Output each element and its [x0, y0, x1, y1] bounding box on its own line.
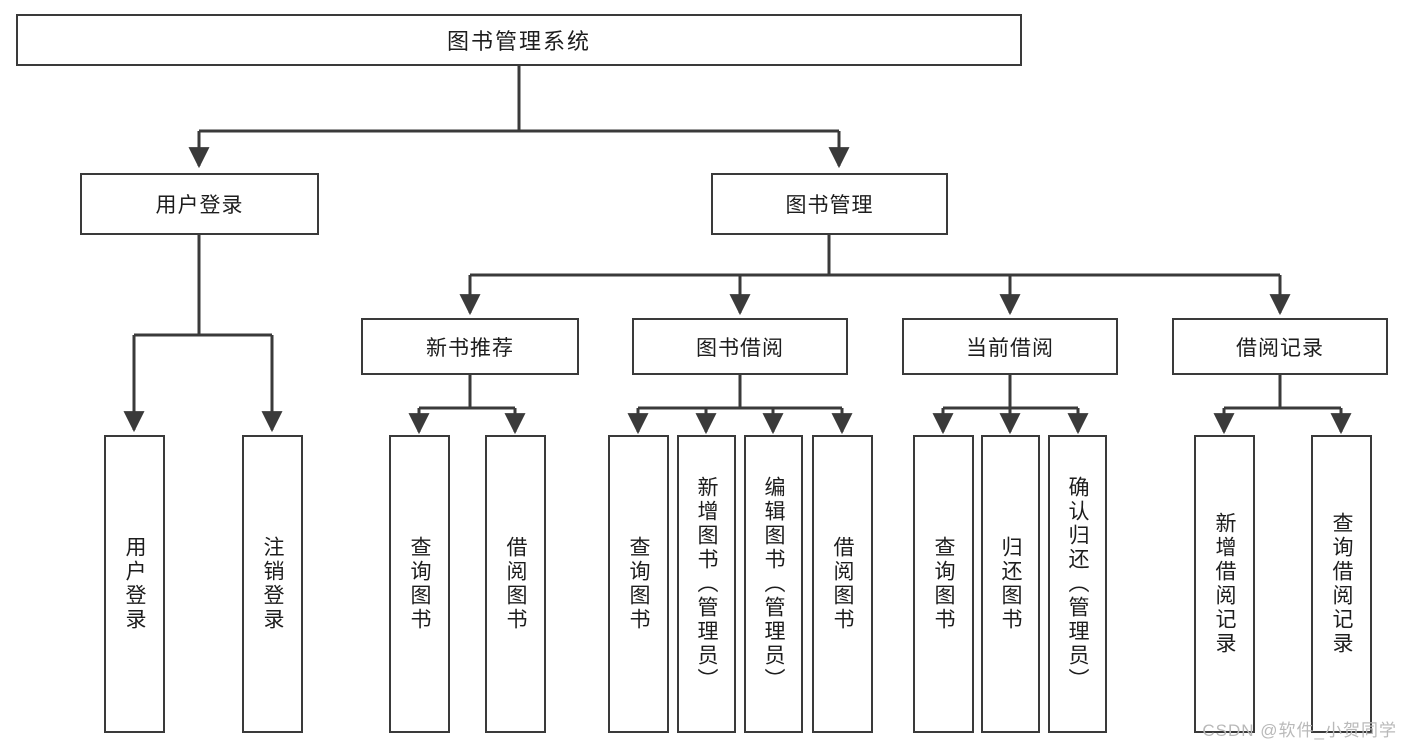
leaf-user-login-login[interactable]: 用户登录 — [104, 435, 165, 733]
leaf-recommend-query-book[interactable]: 查询图书 — [389, 435, 450, 733]
leaf-user-login-logout[interactable]: 注销登录 — [242, 435, 303, 733]
node-root-system[interactable]: 图书管理系统 — [16, 14, 1022, 66]
node-current-borrow[interactable]: 当前借阅 — [902, 318, 1118, 375]
leaf-borrow-query-book[interactable]: 查询图书 — [608, 435, 669, 733]
leaf-current-confirm-return-admin[interactable]: 确认归还（管理员） — [1048, 435, 1107, 733]
node-borrow-record[interactable]: 借阅记录 — [1172, 318, 1388, 375]
leaf-current-query-book[interactable]: 查询图书 — [913, 435, 974, 733]
leaf-current-return-book[interactable]: 归还图书 — [981, 435, 1040, 733]
leaf-borrow-edit-book-admin[interactable]: 编辑图书（管理员） — [744, 435, 803, 733]
leaf-record-add-record[interactable]: 新增借阅记录 — [1194, 435, 1255, 733]
leaf-record-query-record[interactable]: 查询借阅记录 — [1311, 435, 1372, 733]
node-user-login[interactable]: 用户登录 — [80, 173, 319, 235]
node-new-book-recommend[interactable]: 新书推荐 — [361, 318, 579, 375]
watermark: CSDN @软件_小贺同学 — [1202, 721, 1397, 740]
leaf-borrow-borrow-book[interactable]: 借阅图书 — [812, 435, 873, 733]
leaf-recommend-borrow-book[interactable]: 借阅图书 — [485, 435, 546, 733]
leaf-borrow-add-book-admin[interactable]: 新增图书（管理员） — [677, 435, 736, 733]
node-book-management[interactable]: 图书管理 — [711, 173, 948, 235]
node-book-borrow[interactable]: 图书借阅 — [632, 318, 848, 375]
